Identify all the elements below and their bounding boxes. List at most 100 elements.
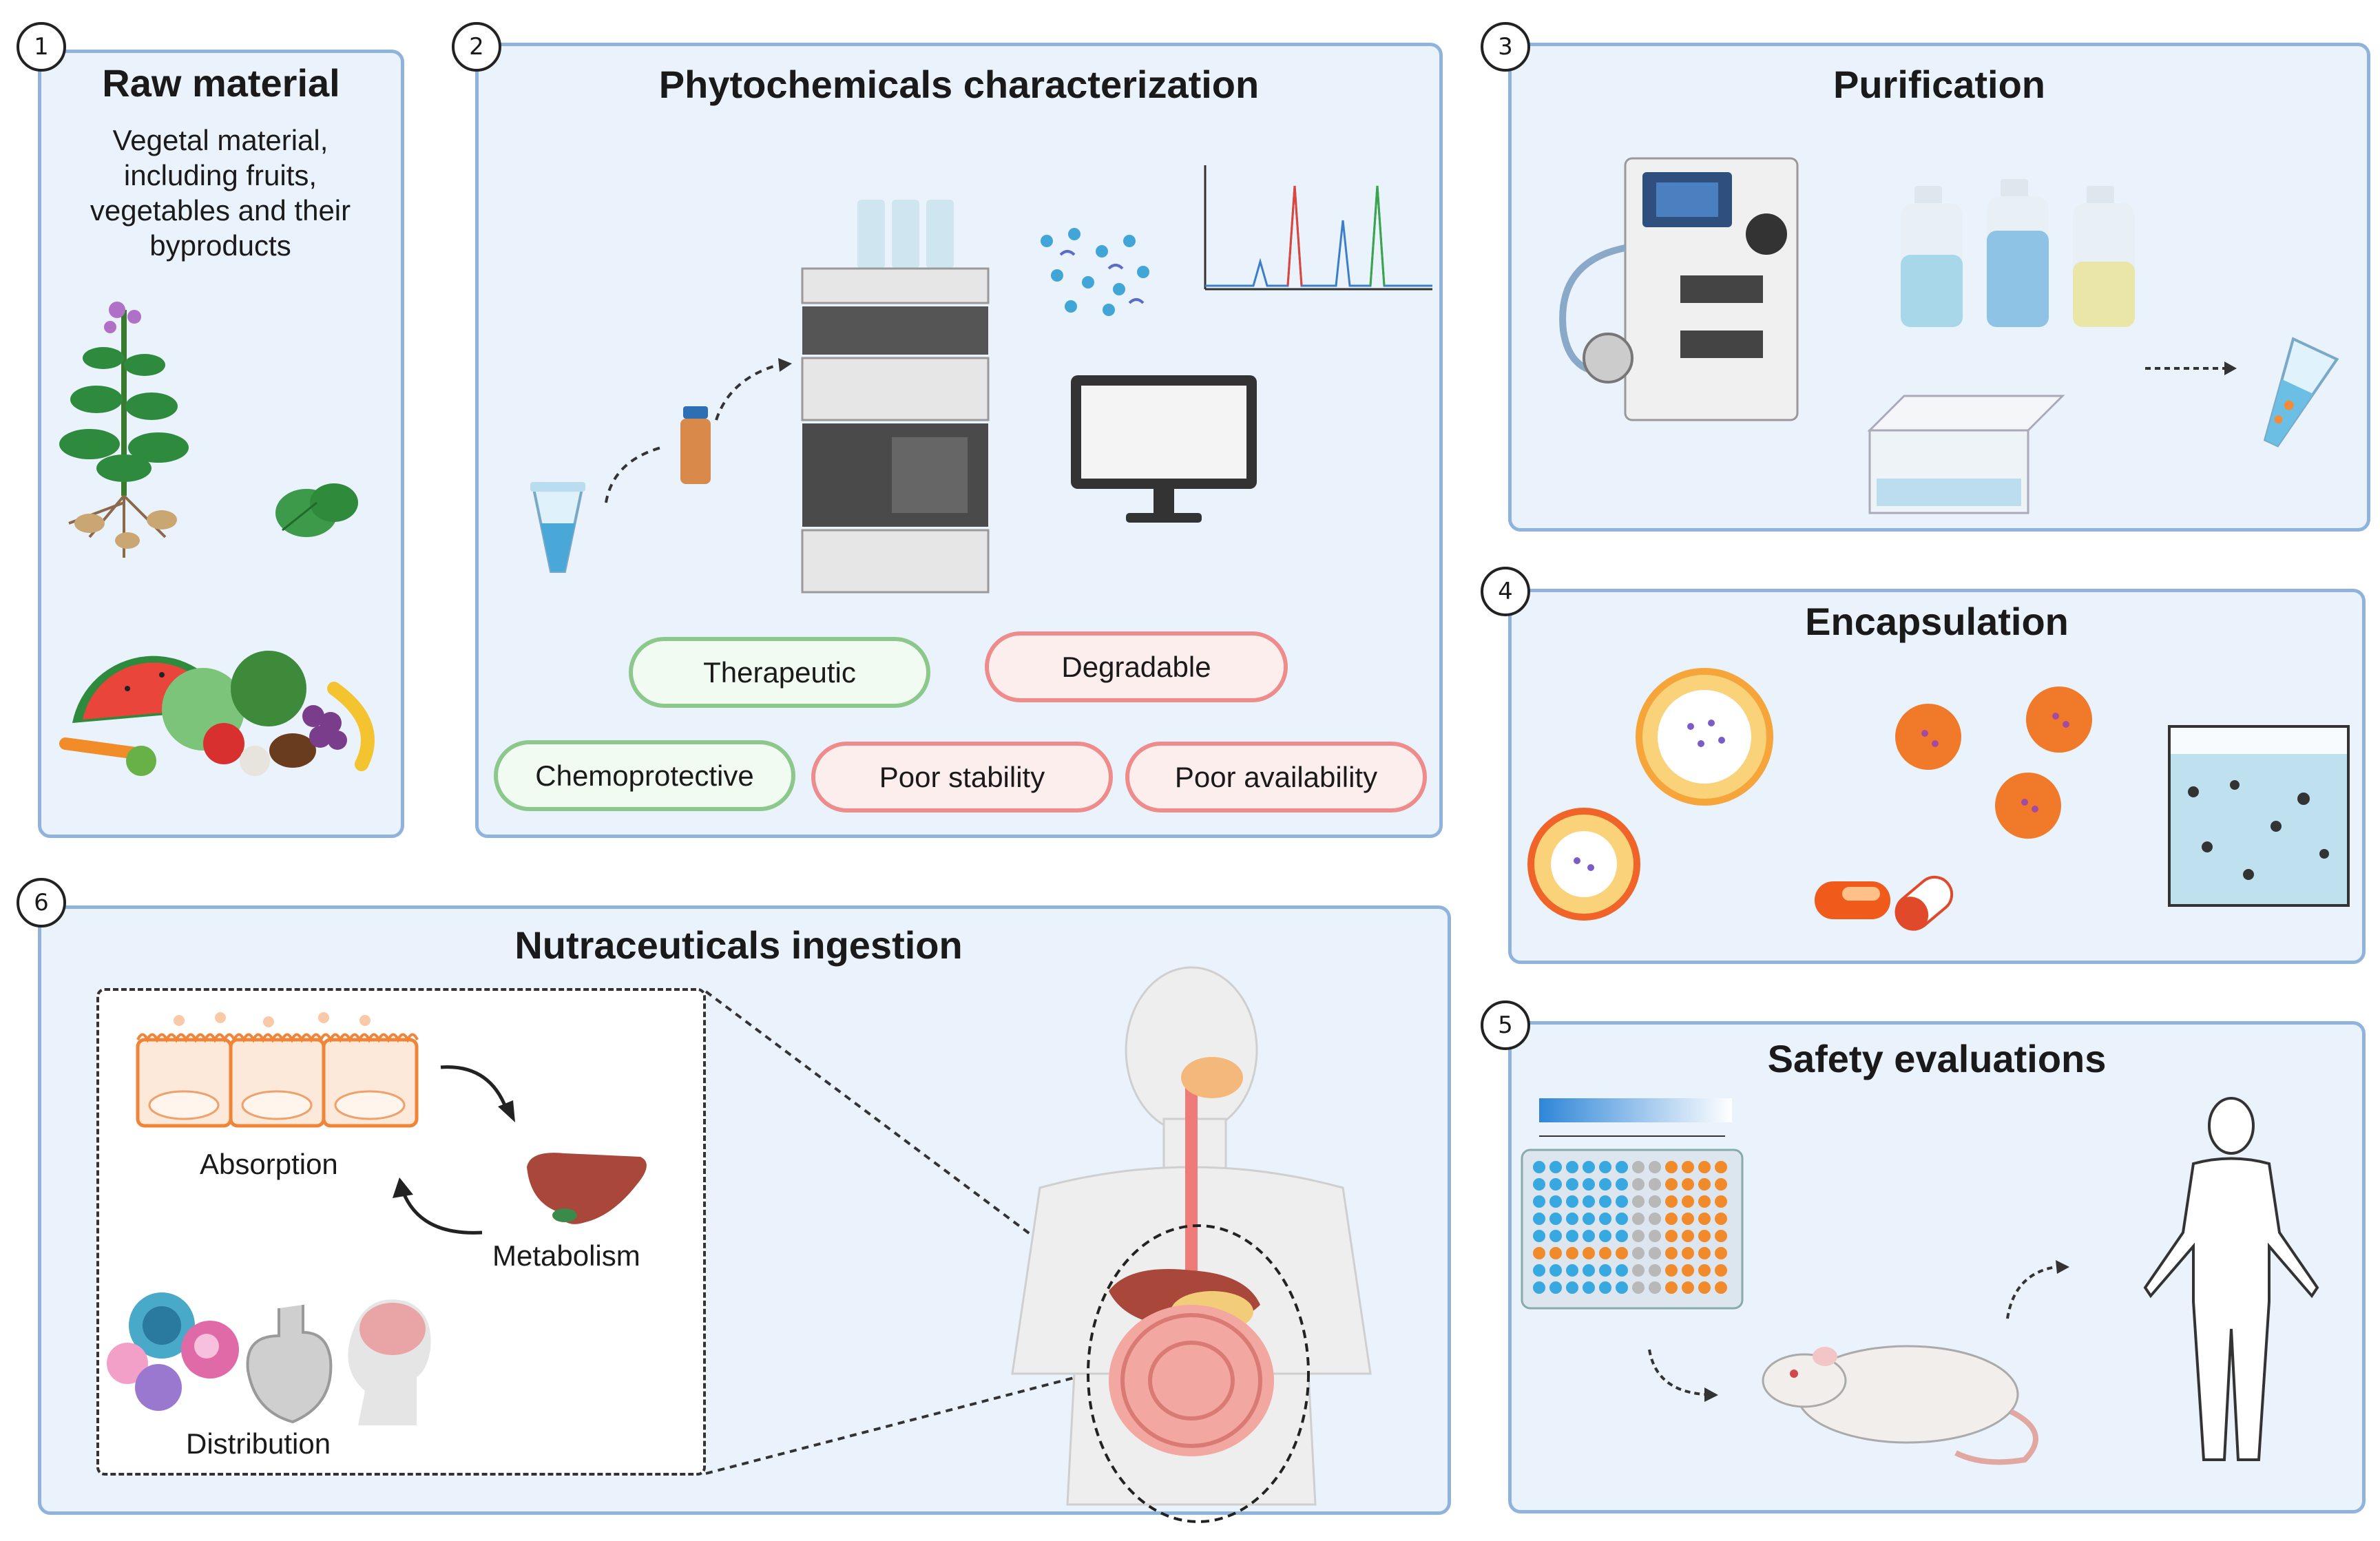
liposome-icon	[1636, 668, 1773, 806]
plate-well	[1698, 1281, 1711, 1294]
plate-well	[1583, 1230, 1595, 1242]
plate-well	[1682, 1264, 1694, 1277]
plate-well	[1583, 1213, 1595, 1225]
plate-well	[1715, 1178, 1727, 1191]
plate-well	[1665, 1281, 1678, 1294]
plate-well	[1599, 1213, 1611, 1225]
plate-well	[1533, 1247, 1545, 1259]
plate-well	[1599, 1230, 1611, 1242]
plate-well	[1682, 1213, 1694, 1225]
dashed-arrow-icon	[1648, 1349, 1718, 1402]
plate-well	[1632, 1178, 1645, 1191]
plate-well	[1566, 1178, 1578, 1191]
plate-well	[1533, 1264, 1545, 1277]
plate-well	[1533, 1161, 1545, 1173]
plate-well	[1632, 1281, 1645, 1294]
plate-well	[1549, 1230, 1562, 1242]
therapeutic-tag: Therapeutic	[629, 637, 930, 708]
plate-well	[1632, 1195, 1645, 1208]
plate-well	[1583, 1264, 1595, 1277]
plate-well	[1549, 1213, 1562, 1225]
molecules-icon	[1041, 228, 1149, 316]
fruits-vegetables-icon	[59, 651, 375, 776]
plate-well	[1715, 1161, 1727, 1173]
plate-well	[1549, 1195, 1562, 1208]
plate-well	[1649, 1213, 1661, 1225]
plate-well	[1549, 1264, 1562, 1277]
human-body-digestive-icon	[1011, 966, 1372, 1523]
plate-well	[1682, 1281, 1694, 1294]
purification-title: Purification	[1833, 63, 2046, 106]
plate-well	[1665, 1230, 1678, 1242]
plate-well	[1682, 1161, 1694, 1173]
plate-well	[1698, 1161, 1711, 1173]
plate-well	[1616, 1230, 1628, 1242]
plate-well	[1665, 1213, 1678, 1225]
step-number-1: 1	[17, 22, 66, 72]
plate-well	[1533, 1213, 1545, 1225]
liver-icon	[527, 1153, 647, 1224]
rat-icon	[1762, 1345, 2038, 1465]
plate-well	[1715, 1213, 1727, 1225]
plate-well	[1649, 1247, 1661, 1259]
dashed-arrow-icon	[605, 358, 792, 503]
chromatogram-icon	[1204, 165, 1432, 291]
encapsulation-title: Encapsulation	[1805, 600, 2069, 643]
plate-well	[1632, 1213, 1645, 1225]
plate-well	[1616, 1161, 1628, 1173]
intestinal-cells-icon	[136, 1012, 419, 1128]
plate-well	[1549, 1178, 1562, 1191]
head-brain-icon	[348, 1299, 431, 1425]
bottles-icon	[1901, 179, 2135, 327]
plate-well	[1566, 1281, 1578, 1294]
plate-well	[1715, 1230, 1727, 1242]
plate-well	[1632, 1230, 1645, 1242]
chemoprotective-tag: Chemoprotective	[494, 740, 795, 811]
raw-material-title: Raw material	[102, 61, 340, 105]
plate-well	[1698, 1213, 1711, 1225]
description-line: vegetables and their	[90, 194, 351, 227]
plate-well	[1533, 1281, 1545, 1294]
plate-well	[1665, 1264, 1678, 1277]
hplc-instrument-icon	[801, 200, 990, 594]
dashed-arrow-icon	[2145, 361, 2237, 375]
plate-well	[1566, 1213, 1578, 1225]
plate-well	[1632, 1247, 1645, 1259]
plate-well	[1599, 1161, 1611, 1173]
tube-icon	[530, 482, 585, 573]
vial-icon	[680, 406, 711, 484]
ingestion-title: Nutraceuticals ingestion	[514, 923, 963, 967]
nanoparticles-icon	[1895, 686, 2092, 839]
curved-arrow-icon	[440, 1065, 515, 1122]
raw-material-description: Vegetal material, including fruits, vege…	[48, 123, 393, 263]
plate-well	[1599, 1264, 1611, 1277]
capsule-icon	[1815, 875, 1954, 931]
fraction-collector-icon	[1867, 395, 2065, 514]
step-number-5: 5	[1481, 1000, 1530, 1050]
plate-well	[1566, 1264, 1578, 1277]
phytochemicals-title: Phytochemicals characterization	[658, 63, 1260, 106]
plate-well	[1583, 1161, 1595, 1173]
plate-well	[1549, 1161, 1562, 1173]
plate-well	[1533, 1195, 1545, 1208]
plate-well	[1533, 1230, 1545, 1242]
plate-well	[1698, 1178, 1711, 1191]
plate-well	[1616, 1247, 1628, 1259]
plate-well	[1665, 1178, 1678, 1191]
plate-well	[1616, 1195, 1628, 1208]
human-outline-icon	[2143, 1097, 2319, 1461]
plate-well	[1715, 1195, 1727, 1208]
plate-well	[1599, 1281, 1611, 1294]
curved-arrow-icon	[393, 1177, 483, 1235]
poor-availability-tag: Poor availability	[1125, 742, 1427, 813]
description-line: including fruits,	[123, 159, 317, 191]
plate-well	[1665, 1247, 1678, 1259]
plate-well	[1698, 1195, 1711, 1208]
plate-well	[1632, 1264, 1645, 1277]
monitor-icon	[1071, 375, 1257, 523]
tube-icon	[2263, 337, 2339, 448]
plate-well	[1616, 1281, 1628, 1294]
plate-well	[1649, 1281, 1661, 1294]
step-number-6: 6	[17, 878, 66, 927]
